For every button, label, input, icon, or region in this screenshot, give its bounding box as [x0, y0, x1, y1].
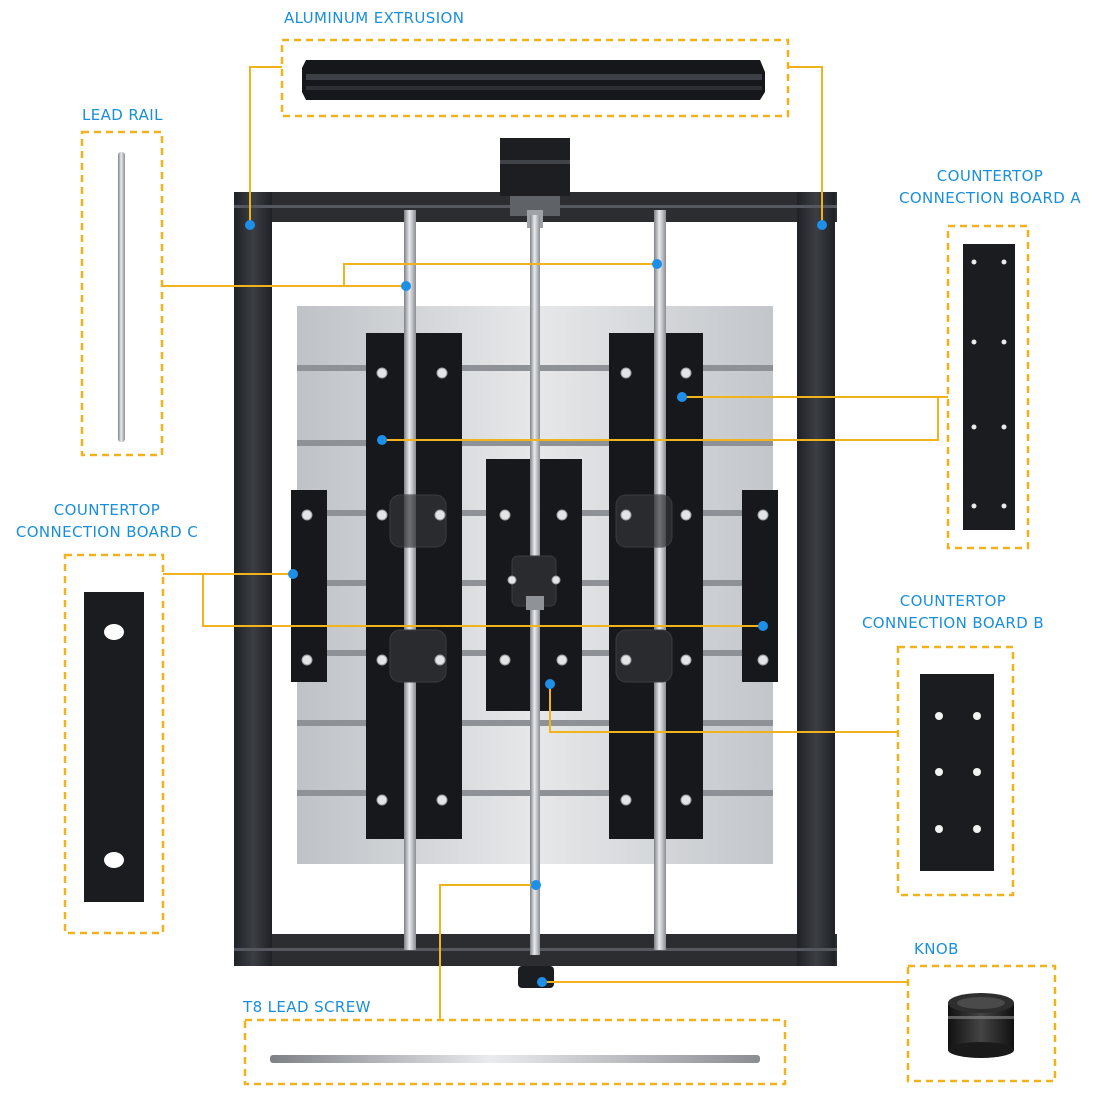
aluminum-extrusion-box	[280, 38, 790, 118]
board-b-box	[896, 645, 1015, 897]
board-a-box	[946, 224, 1030, 550]
board-c-label-line1: COUNTERTOP	[53, 501, 161, 519]
t8-lead-screw-part	[270, 1055, 760, 1063]
knob-part	[948, 993, 1014, 1058]
leader-lines	[162, 66, 948, 1020]
board-c-box	[63, 553, 165, 935]
board-b-label-line2: CONNECTION BOARD B	[861, 614, 1045, 632]
lead-rail-part	[118, 152, 125, 442]
board-c-part	[84, 592, 144, 902]
knob-box	[906, 964, 1057, 1083]
aluminum-extrusion-part	[302, 60, 765, 100]
t8-lead-screw-label: T8 LEAD SCREW	[243, 998, 371, 1016]
screws	[301, 367, 769, 806]
markers	[245, 220, 827, 987]
aluminum-extrusion-label: ALUMINUM EXTRUSION	[284, 9, 465, 27]
lead-rail-box	[80, 130, 164, 457]
lead-rail-label: LEAD RAIL	[82, 106, 163, 124]
board-a-part	[963, 244, 1015, 530]
board-b-label-line1: COUNTERTOP	[899, 592, 1007, 610]
machine-assembly	[234, 138, 837, 988]
knob-label: KNOB	[914, 940, 959, 958]
board-b-part	[920, 674, 994, 871]
board-a-label-line1: COUNTERTOP	[936, 167, 1044, 185]
board-a-label-line2: CONNECTION BOARD A	[898, 189, 1082, 207]
board-c-label-line2: CONNECTION BOARD C	[15, 523, 199, 541]
mounted-knob	[518, 966, 554, 988]
stepper-motor	[500, 138, 570, 228]
side-board-right	[742, 490, 778, 682]
callout-boxes	[63, 38, 1057, 1086]
side-board-left	[291, 490, 327, 682]
t8-lead-screw-box	[243, 1018, 787, 1086]
